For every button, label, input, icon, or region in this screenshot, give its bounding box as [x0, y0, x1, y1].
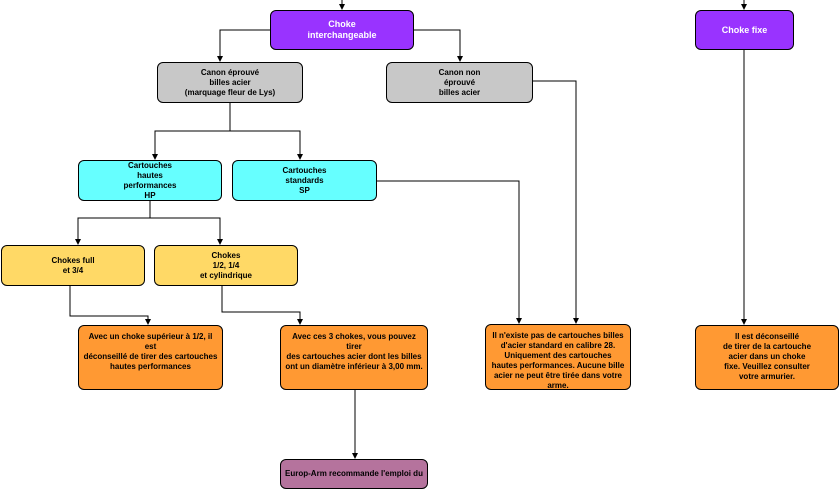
connector-to-cartouches-sp: [230, 130, 303, 160]
connector-non-eprouve-to-note-calibre: [533, 80, 579, 324]
node-cartouches-sp: Cartouches standards SP: [232, 160, 377, 201]
connector-to-cartouches-hp: [152, 103, 231, 160]
node-cartouches-hp: Cartouches hautes performances HP: [78, 160, 222, 201]
connector-to-canon-eprouve: [217, 29, 270, 62]
node-canon-non-eprouve: Canon non éprouvé billes acier: [386, 62, 533, 103]
connector-sp-to-note-calibre: [377, 180, 522, 324]
connector-to-canon-non-eprouve: [414, 29, 463, 62]
connector-to-note-3-chokes: [221, 286, 303, 325]
node-choke-fixe: Choke fixe: [695, 10, 794, 50]
node-note-calibre-28: Il n'existe pas de cartouches billes d'a…: [485, 324, 631, 390]
node-note-choke-superieur: Avec un choke supérieur à 1/2, il est dé…: [78, 325, 223, 390]
connector-to-chokes-full: [75, 201, 151, 245]
node-europ-arm: Europ-Arm recommande l'emploi du: [280, 459, 428, 489]
node-choke-interchangeable: Choke interchangeable: [270, 10, 414, 50]
connector-to-note-choke-superieur: [69, 286, 151, 325]
node-note-3-chokes: Avec ces 3 chokes, vous pouvez tirer des…: [280, 325, 428, 390]
node-canon-eprouve: Canon éprouvé billes acier (marquage fle…: [157, 62, 303, 103]
node-chokes-full: Chokes full et 3/4: [1, 245, 145, 286]
node-note-choke-fixe: Il est déconseillé de tirer de la cartou…: [695, 325, 839, 390]
node-chokes-demi: Chokes 1/2, 1/4 et cylindrique: [154, 245, 298, 286]
connector-to-chokes-demi: [150, 217, 223, 245]
